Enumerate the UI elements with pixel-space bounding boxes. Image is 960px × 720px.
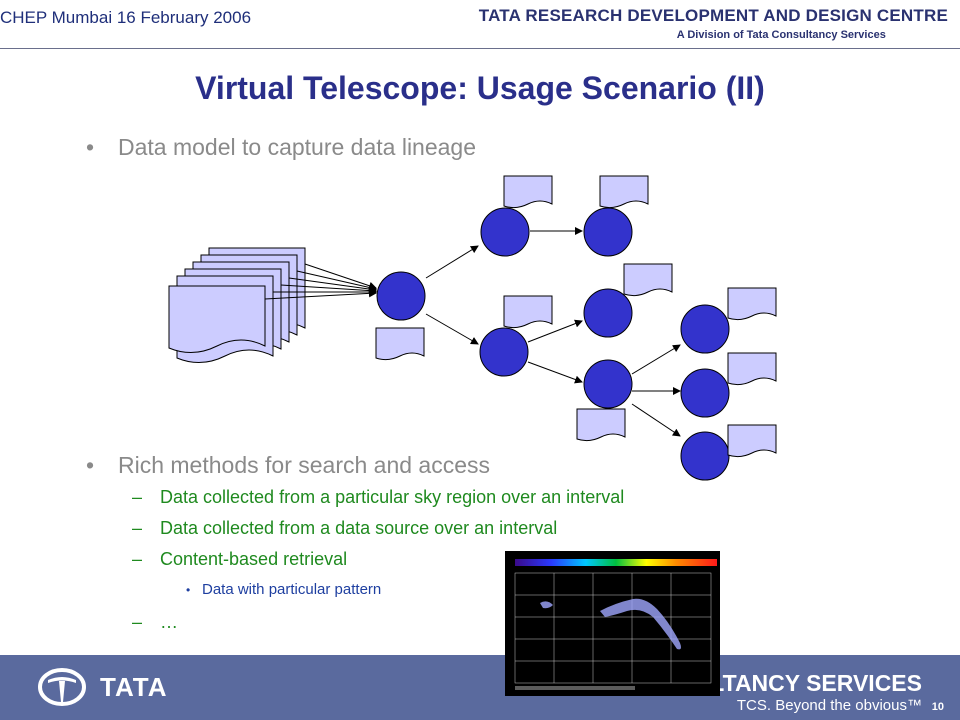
bullet-2: • Rich methods for search and access: [86, 452, 490, 479]
sub-sub-item-1-text: Data with particular pattern: [202, 581, 382, 598]
sub-sub-item-1: • Data with particular pattern: [186, 581, 381, 598]
page-number: 10: [931, 701, 944, 713]
doc: [623, 263, 673, 297]
sub-item-4: –…: [132, 612, 178, 633]
doc: [576, 408, 626, 442]
doc: [375, 327, 425, 361]
node: [680, 431, 730, 481]
node: [680, 304, 730, 354]
doc: [727, 287, 777, 321]
bullet-2-text: Rich methods for search and access: [118, 452, 491, 478]
doc: [727, 352, 777, 386]
dash-marker: –: [132, 549, 143, 569]
sub-item-4-text: …: [160, 612, 178, 632]
sky-region-image: [505, 551, 720, 696]
dash-marker: –: [132, 612, 143, 632]
footer-band: [0, 655, 960, 720]
brand-name: RESEARCH DEVELOPMENT AND DESIGN CENTRE: [525, 6, 948, 25]
sub-item-2-text: Data collected from a data source over a…: [160, 518, 558, 538]
sub-item-3-text: Content-based retrieval: [160, 549, 348, 569]
node: [583, 288, 633, 338]
event-line: CHEP Mumbai 16 February 2006: [0, 8, 252, 27]
node: [680, 368, 730, 418]
bullet-marker: •: [86, 134, 95, 160]
doc: [503, 175, 553, 209]
bullet-marker: •: [86, 452, 95, 478]
brand-subtitle: A Division of Tata Consultancy Services: [676, 29, 886, 41]
process-arrows: [425, 227, 681, 437]
sub-item-1-text: Data collected from a particular sky reg…: [160, 487, 625, 507]
node: [583, 207, 633, 257]
dash-marker: –: [132, 487, 143, 507]
input-arrows: [264, 263, 377, 300]
footer-tagline: TCS. Beyond the obvious™: [736, 697, 922, 714]
doc: [727, 424, 777, 458]
slide-title: Virtual Telescope: Usage Scenario (II): [195, 70, 765, 106]
metadata-documents: [375, 175, 777, 458]
node: [583, 359, 633, 409]
sub-item-3: –Content-based retrieval: [132, 549, 347, 570]
dash-marker: –: [132, 518, 143, 538]
process-nodes: [376, 207, 730, 481]
bullet-marker: •: [186, 583, 191, 597]
footer-logo-text: TATA: [100, 672, 168, 702]
brand-tata: TATA: [478, 6, 521, 25]
node: [479, 327, 529, 377]
bullet-1: • Data model to capture data lineage: [86, 134, 476, 161]
brand: TATA RESEARCH DEVELOPMENT AND DESIGN CEN…: [479, 6, 948, 41]
input-document-stack: [168, 247, 306, 363]
node: [480, 207, 530, 257]
sub-item-2: –Data collected from a data source over …: [132, 518, 557, 539]
doc: [599, 175, 649, 209]
sub-item-1: –Data collected from a particular sky re…: [132, 487, 624, 508]
tata-logo-icon: [38, 668, 86, 706]
bullet-1-text: Data model to capture data lineage: [118, 134, 477, 160]
header-rule: [0, 48, 960, 49]
doc: [503, 295, 553, 329]
node: [376, 271, 426, 321]
